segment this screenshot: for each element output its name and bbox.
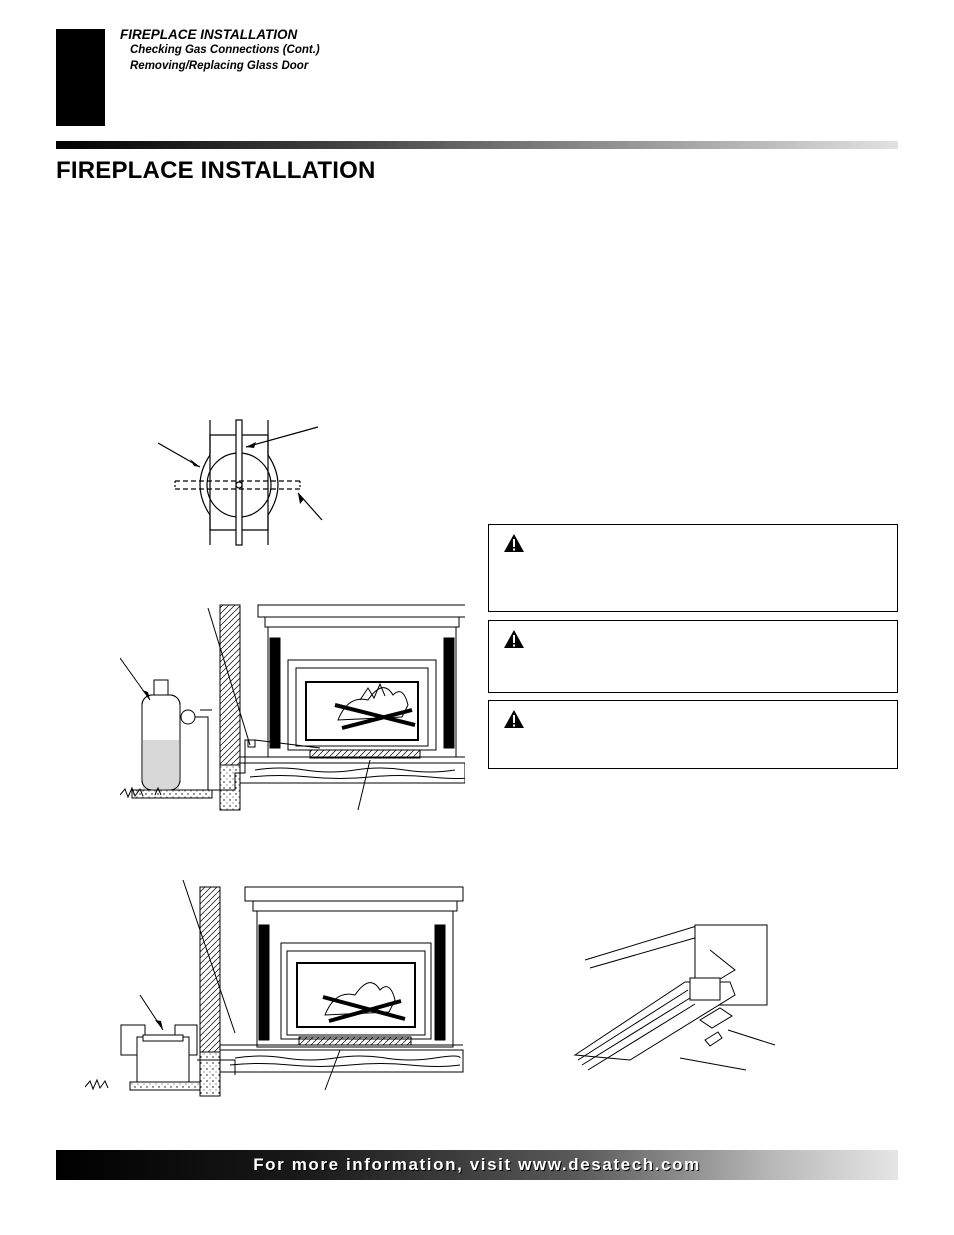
header-sub-item-glass: Removing/Replacing Glass Door [130,60,309,72]
warning-box-3 [488,700,898,769]
lp-tank-installation-figure [120,604,465,811]
header-rule-bar [56,141,898,149]
warning-box-1 [488,524,898,612]
warning-triangle-icon [504,710,524,728]
valve-figure [157,419,323,546]
warning-triangle-icon [504,630,524,648]
header-section-title: FIREPLACE INSTALLATION [120,27,298,42]
header-sub-item-gas: Checking Gas Connections (Cont.) [130,44,320,56]
footer-link-text[interactable]: For more information, visit www.desatech… [253,1155,701,1174]
header-black-tab [56,29,105,126]
gas-meter-installation-figure [85,879,464,1097]
glass-door-latch-figure [573,924,776,1071]
warning-box-2 [488,620,898,693]
footer-bar: For more information, visit www.desatech… [56,1150,898,1180]
warning-triangle-icon [504,534,524,552]
page-title: FIREPLACE INSTALLATION [56,157,376,184]
